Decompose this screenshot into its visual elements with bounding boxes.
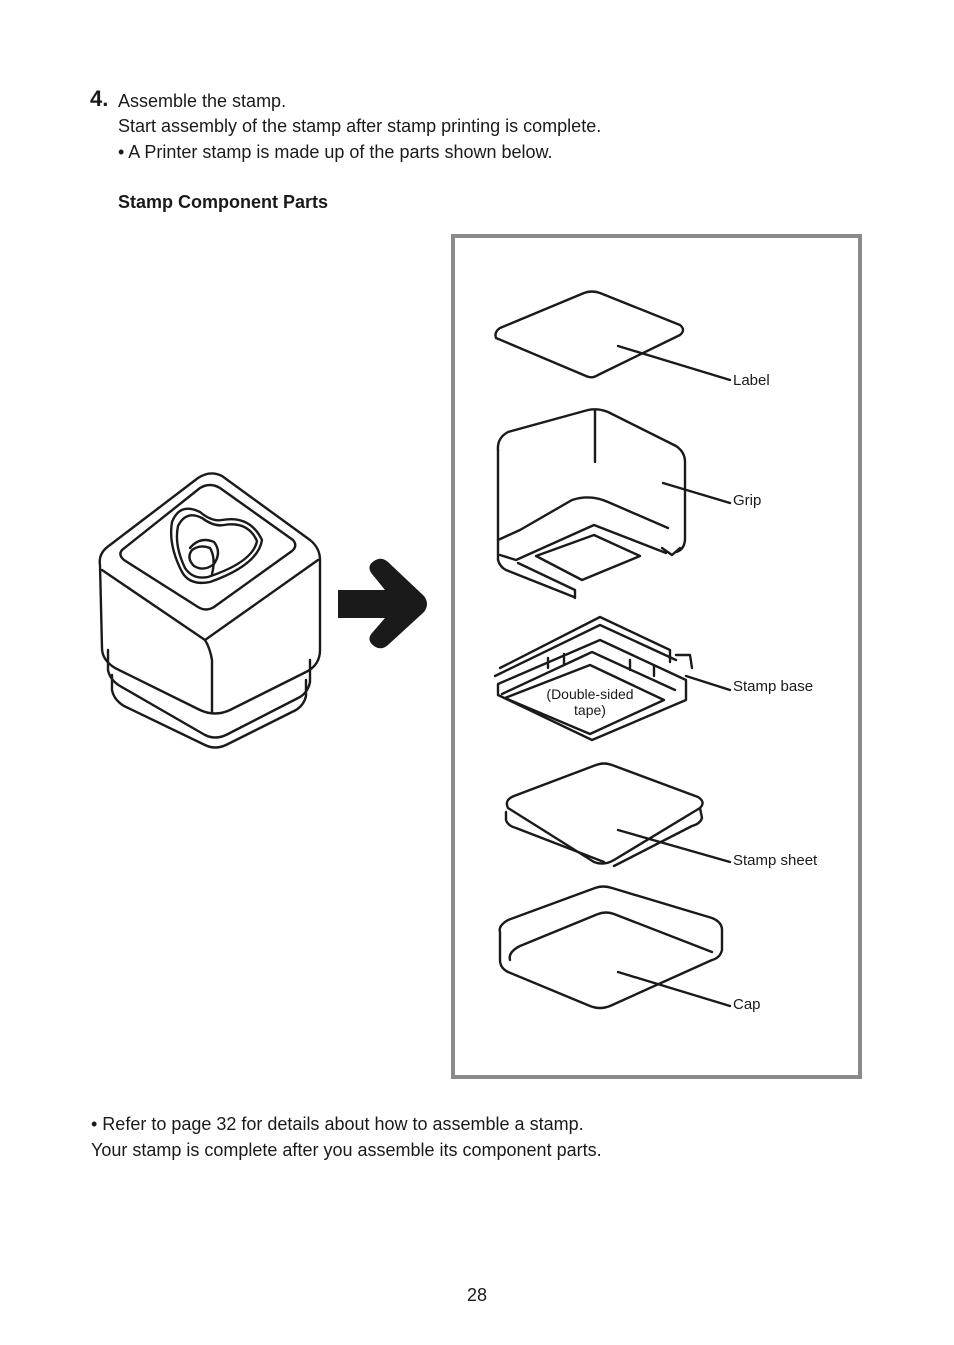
tape-label: (Double-sided tape) [530, 686, 650, 718]
part-label-grip: Grip [733, 492, 762, 509]
arrow-right-icon [338, 558, 427, 649]
section-heading: Stamp Component Parts [118, 192, 329, 212]
tape-label-line1: (Double-sided [546, 686, 634, 702]
part-label-cap: Cap [733, 996, 761, 1013]
part-label-stamp-sheet: Stamp sheet [733, 852, 818, 869]
step-title: Assemble the stamp. [118, 91, 287, 111]
page-number: 28 [466, 1285, 488, 1305]
part-label-stamp-base: Stamp base [733, 678, 814, 695]
part-label-label: Label [733, 372, 770, 389]
step-bullet: • A Printer stamp is made up of the part… [118, 142, 553, 162]
step-number: 4. [90, 86, 109, 111]
tape-label-line2: tape) [574, 702, 606, 718]
note-refer: • Refer to page 32 for details about how… [91, 1114, 584, 1134]
step-instruction: Start assembly of the stamp after stamp … [118, 116, 602, 136]
component-parts-panel [451, 234, 862, 1079]
note-complete: Your stamp is complete after you assembl… [91, 1140, 602, 1160]
